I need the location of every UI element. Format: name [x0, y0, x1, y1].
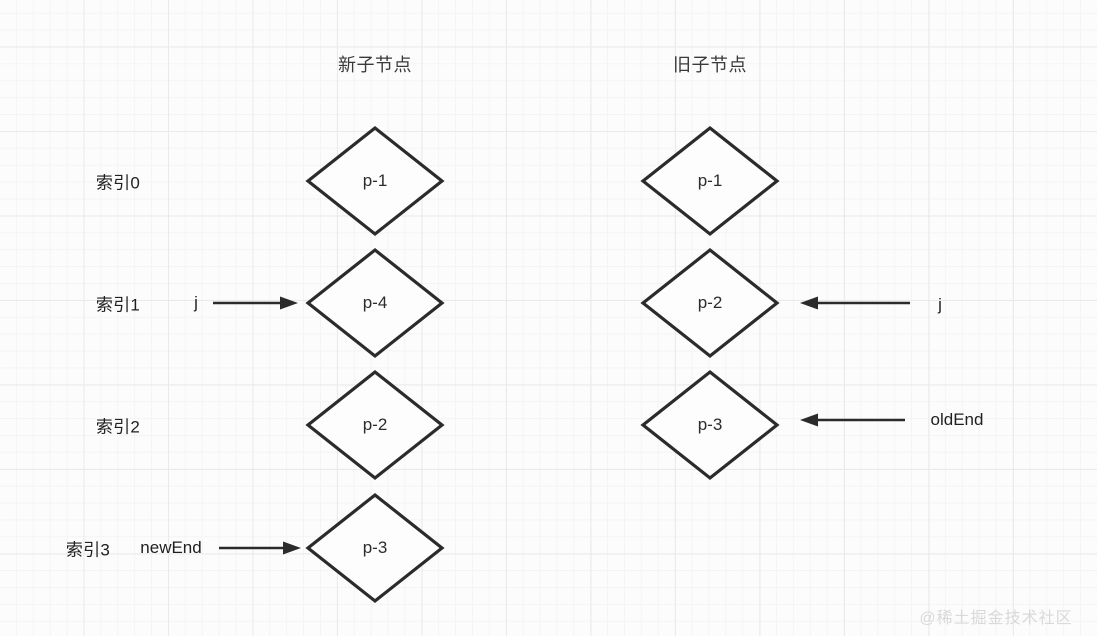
diamond-shape-icon	[305, 369, 445, 481]
new-node-3[interactable]: p-3	[305, 492, 445, 604]
old-node-1[interactable]: p-2	[640, 247, 780, 359]
arrow-right-icon-j-new	[213, 293, 298, 313]
diamond-shape-icon	[305, 125, 445, 237]
watermark: @稀土掘金技术社区	[919, 610, 1073, 627]
pointer-label-j-new: j	[194, 293, 198, 312]
arrow-left-icon-oldend	[800, 410, 905, 430]
new-node-1[interactable]: p-4	[305, 247, 445, 359]
index-label-3: 索引3	[65, 540, 111, 560]
old-node-0[interactable]: p-1	[640, 125, 780, 237]
pointer-label-newend: newEnd	[140, 538, 202, 557]
diamond-shape-icon	[640, 247, 780, 359]
old-node-2[interactable]: p-3	[640, 369, 780, 481]
arrow-right-icon-newend	[219, 538, 301, 558]
diamond-shape-icon	[305, 492, 445, 604]
column-header-new-children: 新子节点	[338, 55, 412, 75]
index-label-2: 索引2	[95, 417, 141, 437]
column-header-old-children: 旧子节点	[673, 55, 747, 75]
pointer-label-oldend: oldEnd	[930, 410, 984, 429]
arrow-left-icon-j-old	[800, 293, 910, 313]
diamond-shape-icon	[640, 125, 780, 237]
index-label-1: 索引1	[95, 295, 141, 315]
pointer-label-j-old: j	[938, 295, 942, 314]
diamond-shape-icon	[305, 247, 445, 359]
new-node-2[interactable]: p-2	[305, 369, 445, 481]
new-node-0[interactable]: p-1	[305, 125, 445, 237]
index-label-0: 索引0	[95, 173, 141, 193]
diamond-shape-icon	[640, 369, 780, 481]
